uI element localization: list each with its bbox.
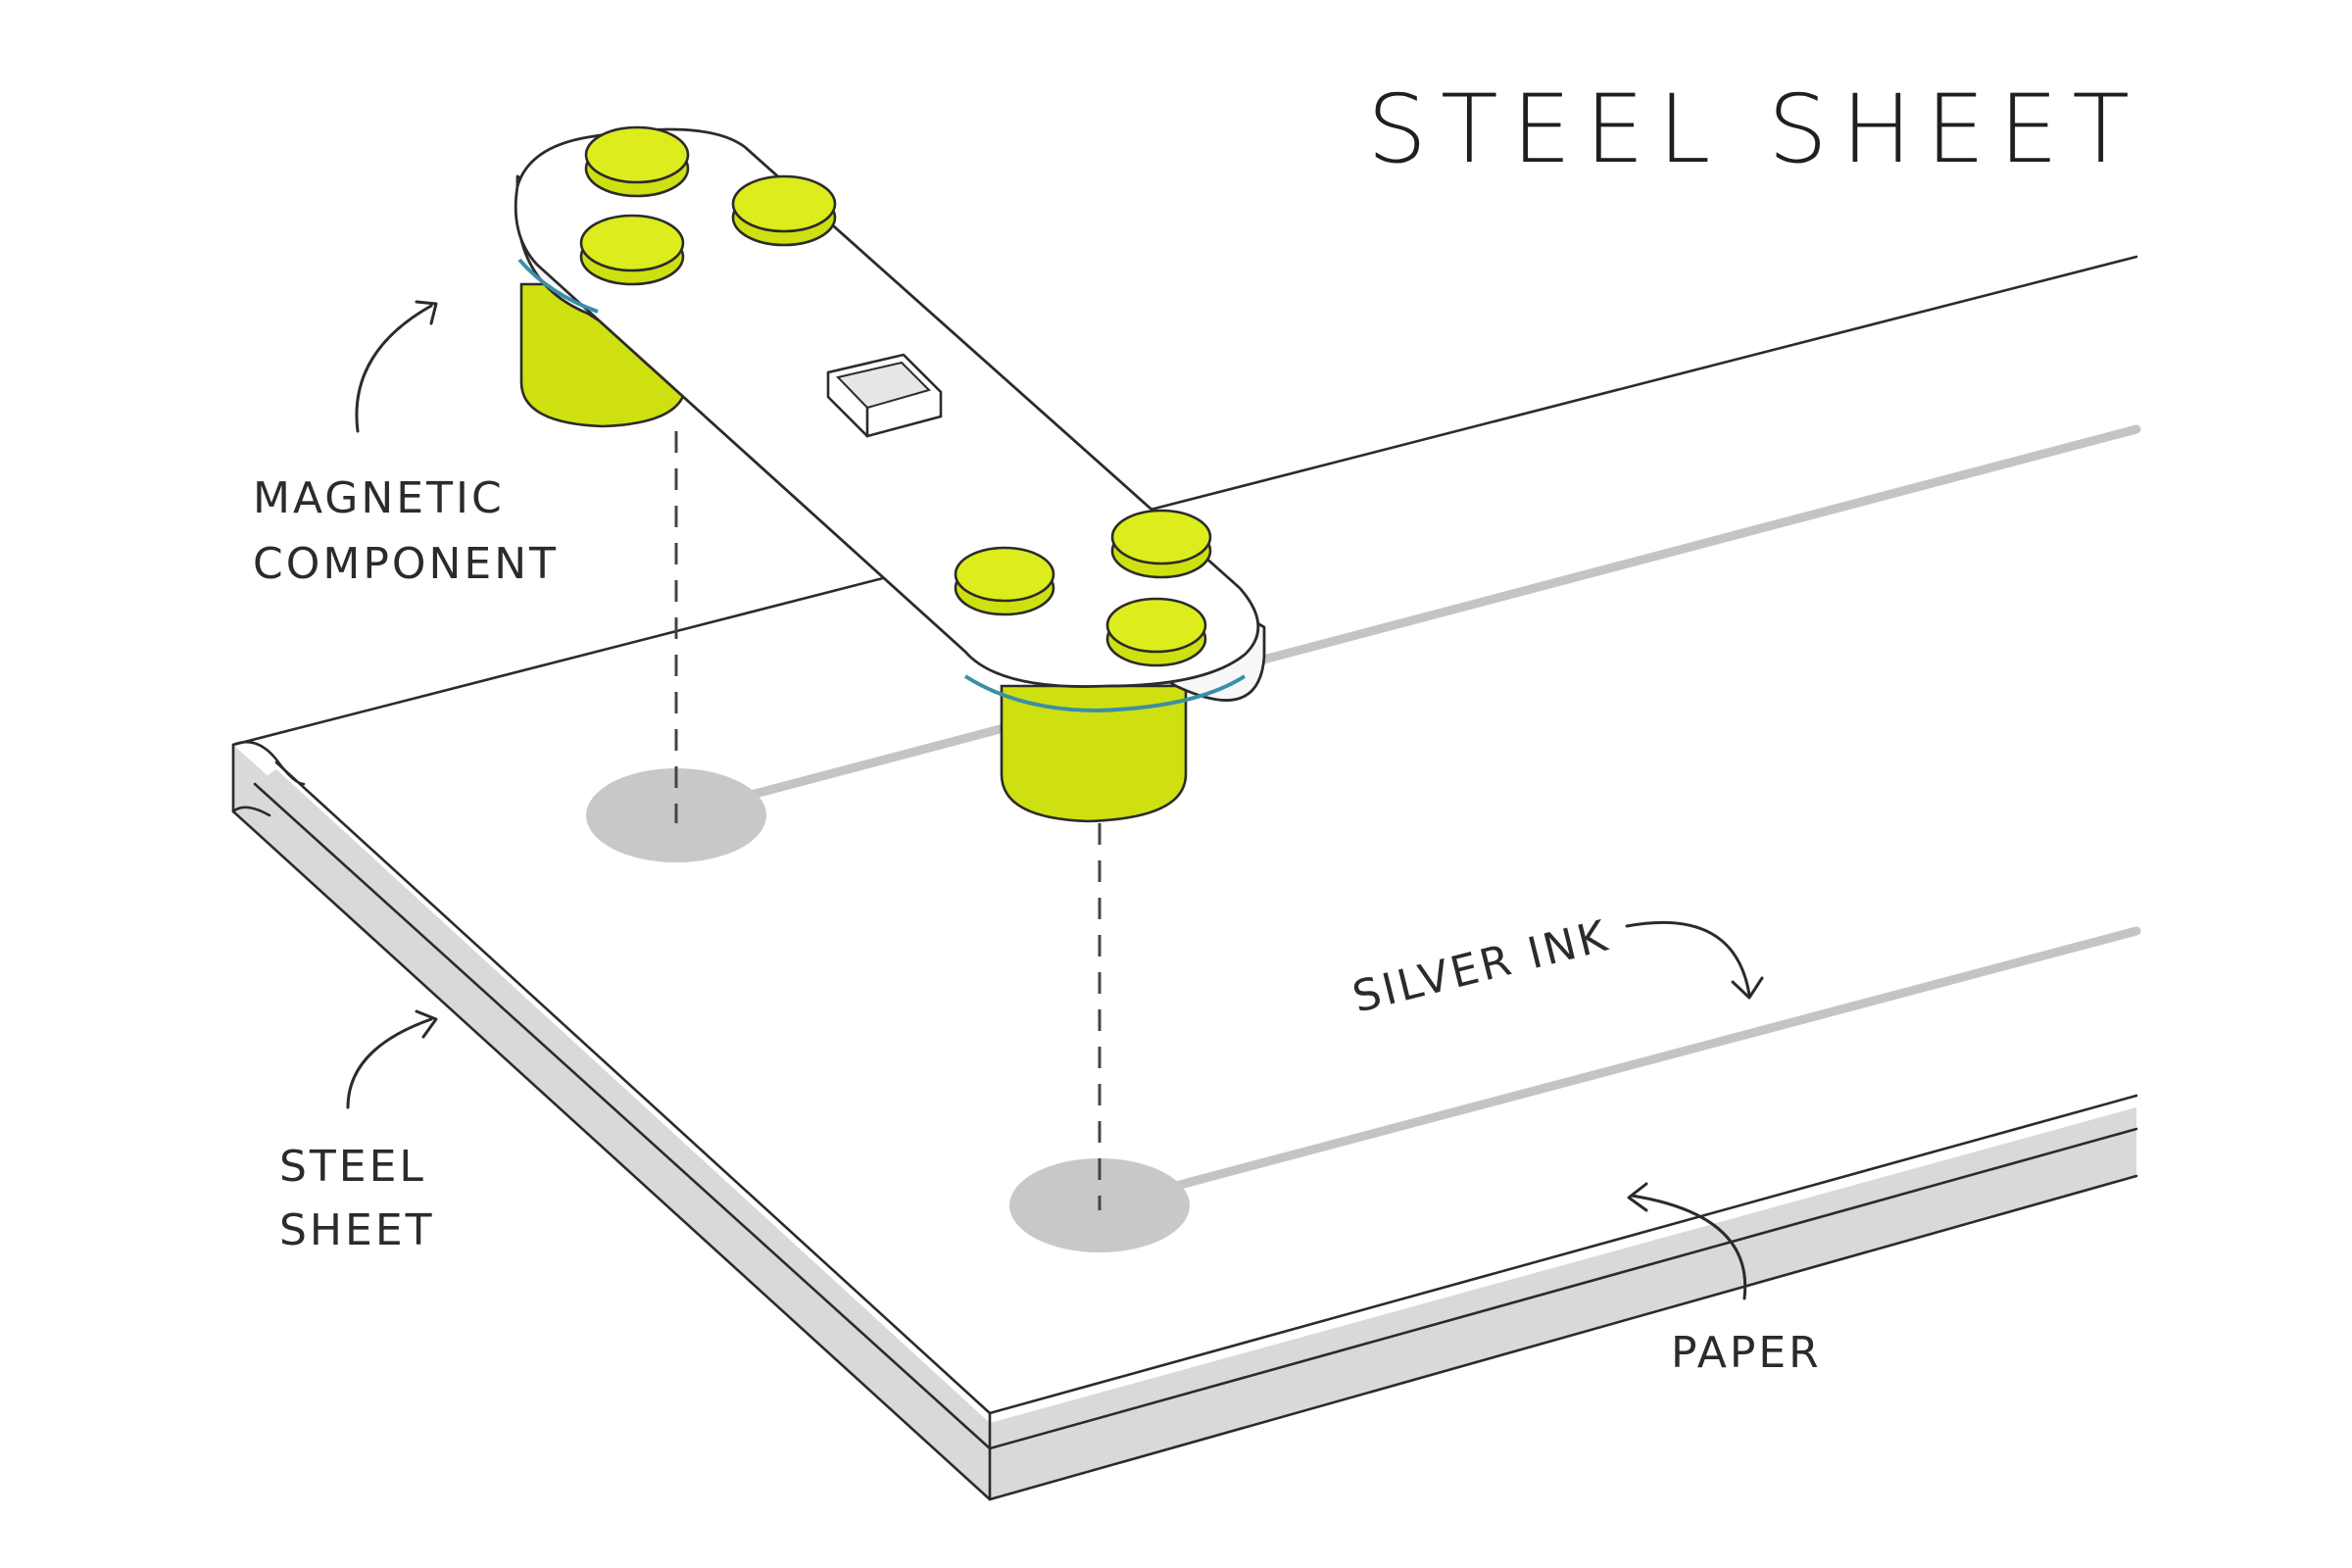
magnet-pads-right [954, 509, 1212, 667]
label-steel-sheet-line1: STEEL [279, 1142, 426, 1192]
arrow-paper [1630, 1194, 1747, 1300]
label-steel-sheet-line2: SHEET [279, 1205, 435, 1255]
magnetic-component [514, 125, 1266, 823]
silver-ink-trace-upper [720, 424, 2141, 807]
label-paper: PAPER [1671, 1328, 1822, 1378]
label-magnetic-component-line2: COMPONENT [253, 539, 559, 589]
arrow-silver-ink [1625, 920, 1751, 997]
magnet-pads-left [579, 125, 837, 286]
annotation-arrows [346, 300, 1764, 1300]
diagram-title: STEEL SHEET [1367, 74, 2143, 184]
arrow-steel-sheet [346, 1017, 433, 1109]
chip-icon [826, 353, 943, 438]
arrow-magnetic-component [355, 304, 433, 433]
paper-sheet-layer [231, 255, 2138, 1501]
alignment-lines [674, 431, 1102, 1210]
silver-ink-trace-lower [1142, 926, 2141, 1199]
label-magnetic-component-line1: MAGNETIC [253, 473, 505, 523]
